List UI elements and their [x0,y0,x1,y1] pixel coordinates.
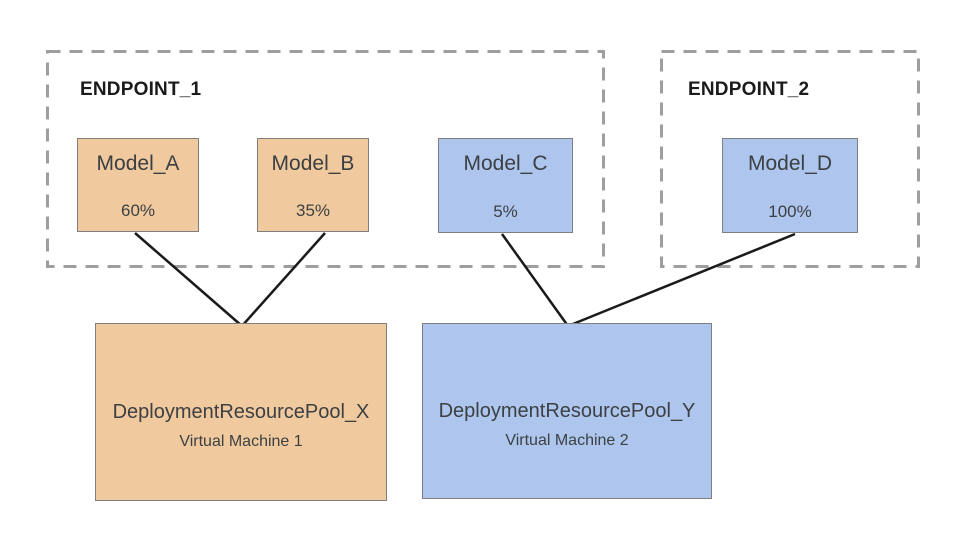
endpoint-1-label: ENDPOINT_1 [80,79,202,100]
model-d-traffic-percentage: 100% [768,202,812,221]
connector-model-d-pool-y [567,232,796,328]
model-c-traffic-percentage: 5% [493,202,518,221]
model-b-traffic-percentage: 35% [295,201,331,220]
pool-y-label: DeploymentResourcePool_Y [438,400,696,422]
model-d-label: Model_D [747,152,833,175]
pool-x-label: DeploymentResourcePool_X [112,401,370,423]
pool-y-vm-label: Virtual Machine 2 [505,432,629,449]
model-a-box: Model_A 60% [77,138,199,232]
endpoint-1-dashed-border [46,50,605,268]
connector-model-a-pool-x [134,232,243,327]
connector-model-c-pool-y [500,233,570,327]
model-c-box: Model_C 5% [438,138,573,233]
endpoint-2-dashed-border [660,50,920,268]
endpoint-2-label: ENDPOINT_2 [688,79,810,100]
connector-model-b-pool-x [241,232,326,327]
model-c-label: Model_C [463,152,548,175]
pool-x-vm-label: Virtual Machine 1 [179,433,303,450]
model-d-box: Model_D 100% [722,138,858,233]
pool-x-box: DeploymentResourcePool_X Virtual Machine… [95,323,387,501]
pool-y-box: DeploymentResourcePool_Y Virtual Machine… [422,323,712,499]
model-b-label: Model_B [271,152,355,175]
model-b-box: Model_B 35% [257,138,369,232]
model-a-traffic-percentage: 60% [120,201,156,220]
model-a-label: Model_A [96,152,180,175]
